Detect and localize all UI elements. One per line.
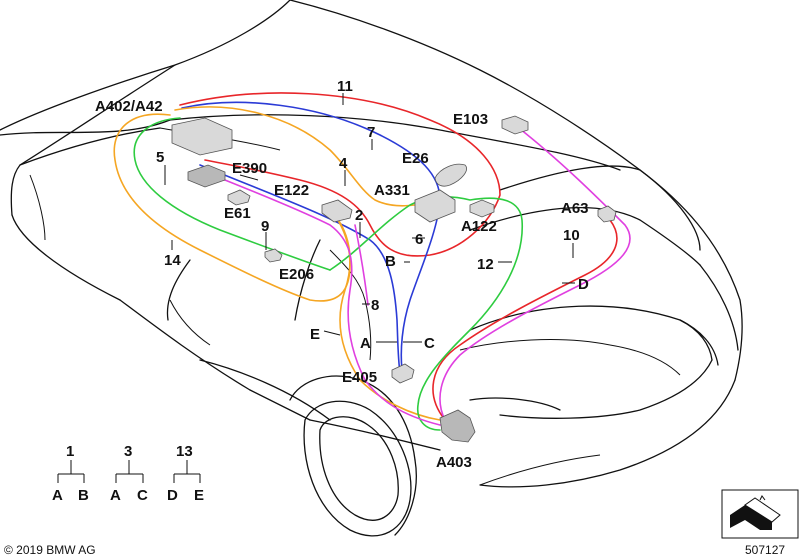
wire-blue-branch — [199, 164, 401, 373]
label-6: 6 — [415, 231, 423, 248]
label-5: 5 — [156, 149, 164, 166]
label-b-mid: B — [385, 253, 396, 270]
label-12: 12 — [477, 256, 494, 273]
label-d-right: D — [578, 276, 589, 293]
unit-a331 — [414, 189, 456, 223]
legend-group-1: 1 A B — [52, 443, 89, 504]
label-4: 4 — [339, 155, 348, 172]
copyright-text: © 2019 BMW AG — [4, 543, 96, 557]
label-e61: E61 — [224, 205, 251, 222]
label-8: 8 — [371, 297, 379, 314]
diagram-number: 507127 — [745, 543, 785, 557]
legend-group-3: 3 A C — [110, 443, 148, 504]
legend-1-parent: 1 — [66, 443, 74, 460]
car-body-outline — [0, 0, 743, 537]
label-9: 9 — [261, 218, 269, 235]
callout-labels: A402/A42 11 7 E103 E26 5 E390 4 E122 A33… — [95, 78, 589, 471]
wire-magenta-e — [199, 169, 441, 426]
unit-a122 — [469, 199, 495, 218]
label-c-mid: C — [424, 335, 435, 352]
wire-harness — [113, 92, 631, 431]
label-e122: E122 — [274, 182, 309, 199]
light-e61 — [227, 189, 251, 206]
label-e-left: E — [310, 326, 320, 343]
light-e206 — [264, 248, 283, 263]
legend-3-right: C — [137, 487, 148, 504]
label-e103: E103 — [453, 111, 488, 128]
legend-13-left: D — [167, 487, 178, 504]
legend-3-left: A — [110, 487, 121, 504]
legend-3-parent: 3 — [124, 443, 132, 460]
label-a-mid: A — [360, 335, 371, 352]
module-e390 — [187, 164, 226, 188]
legend-13-parent: 13 — [176, 443, 193, 460]
label-e206: E206 — [279, 266, 314, 283]
legend-group-13: 13 D E — [167, 443, 204, 504]
wire-orange-e — [329, 209, 441, 421]
footer: © 2019 BMW AG 507127 — [4, 489, 799, 557]
wire-red-11 — [179, 92, 501, 257]
label-a403: A403 — [436, 454, 472, 471]
label-7: 7 — [367, 124, 375, 141]
label-10: 10 — [563, 227, 580, 244]
label-11: 11 — [337, 78, 353, 95]
leader-lines — [164, 93, 575, 343]
wire-magenta-8 — [354, 224, 369, 306]
wire-blue-7 — [181, 101, 441, 371]
lamp-e122 — [321, 199, 353, 223]
label-a331: A331 — [374, 182, 410, 199]
legend-1-left: A — [52, 487, 63, 504]
label-a63: A63 — [561, 200, 589, 217]
label-2: 2 — [355, 207, 363, 224]
branch-legend: 1 A B 3 A C 13 D E — [52, 443, 204, 504]
legend-13-right: E — [194, 487, 204, 504]
wire-green-5 — [133, 117, 331, 271]
light-e405 — [391, 363, 415, 384]
label-a402-a42: A402/A42 — [95, 98, 163, 115]
label-e26: E26 — [402, 150, 429, 167]
catalog-reference-icon — [721, 489, 799, 539]
label-e405: E405 — [342, 369, 377, 386]
wire-orange-4 — [174, 106, 441, 207]
label-14: 14 — [164, 252, 181, 269]
legend-1-right: B — [78, 487, 89, 504]
label-a122: A122 — [461, 218, 497, 235]
wire-green-12 — [329, 195, 523, 431]
light-e26 — [434, 163, 467, 187]
label-e390: E390 — [232, 160, 267, 177]
unit-a403 — [439, 409, 476, 443]
wire-red-10 — [432, 219, 618, 421]
wire-magenta-d — [439, 124, 631, 421]
light-e103 — [501, 115, 529, 135]
unit-a63 — [597, 205, 617, 223]
components — [171, 115, 617, 443]
control-unit-a402 — [171, 117, 233, 156]
